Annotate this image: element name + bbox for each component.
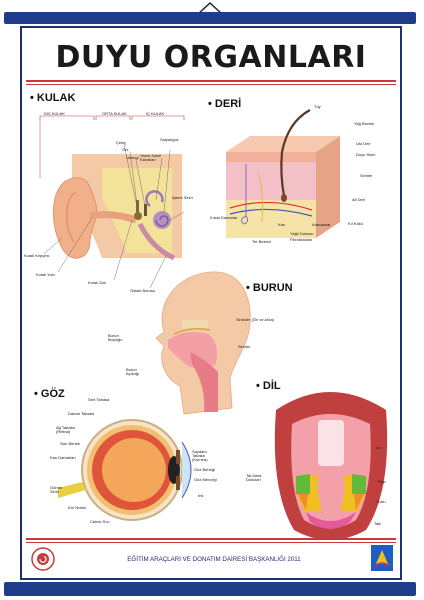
section-heading-kulak: • KULAK bbox=[30, 92, 76, 104]
ear-label-yarim-daire: Yarım Daire Kanalları bbox=[140, 153, 162, 162]
nose-label-burun-acikligi: Burun Açıklığı bbox=[126, 367, 140, 376]
publisher-logo-icon bbox=[371, 545, 393, 571]
skin-label-kilcal: Kılcal Damarlar bbox=[210, 215, 238, 220]
ear-zone-middle: ORTA KULAK bbox=[102, 111, 127, 116]
tongue-label-tat-alma: Tat Alma Dokuları bbox=[246, 473, 262, 482]
hanger-hook-icon bbox=[197, 1, 223, 15]
section-heading-goz: • GÖZ bbox=[34, 388, 65, 400]
ear-label-kulak-kepcesi: Kulak Kepçesi bbox=[24, 253, 50, 258]
skin-label-yag-bezesi: Yağ Bezesi bbox=[354, 121, 374, 126]
footer-publisher: EĞİTİM ARAÇLARI VE DONATIM DAİRESİ BAŞKA… bbox=[127, 556, 301, 563]
skin-label-kil-koku: Kıl Kökü bbox=[348, 221, 363, 226]
ear-label-ostaki: Östaki Borusu bbox=[130, 288, 156, 293]
skin-label-yag-dokusu: Yağlı Dokusu bbox=[290, 231, 314, 236]
section-heading-dil: • DİL bbox=[256, 380, 281, 392]
ear-label-cekic: Çekiç bbox=[116, 140, 127, 145]
ear-zone-outer: DIŞ KULAK bbox=[44, 111, 65, 116]
skin-label-tuy: Tüy bbox=[314, 104, 321, 109]
eye-label-camsi-sivi: Camsı Sıvı bbox=[90, 519, 110, 524]
skin-label-ust-deri: Üst Deri bbox=[356, 141, 371, 146]
ear-label-salyangoz: Salyangoz bbox=[160, 137, 179, 142]
top-hanging-bar bbox=[4, 12, 416, 24]
poster-title: DUYU ORGANLARI bbox=[55, 40, 367, 75]
eye-label-goz-bebegi: Göz Bebeği bbox=[194, 467, 215, 472]
title-rule-top bbox=[26, 80, 396, 82]
section-heading-burun: • BURUN bbox=[246, 282, 293, 294]
footer-rule-top bbox=[26, 538, 396, 540]
poster: DUYU ORGANLARI • KULAK bbox=[20, 26, 402, 580]
skin-label-atardamar: Atardamar bbox=[312, 222, 331, 227]
skin-label-sinirler: Sinirler bbox=[360, 173, 373, 178]
tongue-label-tatli: Tatlı bbox=[374, 521, 382, 526]
eye-label-goz-mercegi: Göz Merceği bbox=[194, 477, 217, 482]
nose-head-illustration bbox=[155, 271, 251, 415]
tongue-label-tuzlu: Tuzlu bbox=[376, 499, 386, 504]
eye-label-gorme-siniri: Görme Siniri bbox=[50, 485, 63, 494]
eye-label-kan-damarlari: Kan Damarları bbox=[50, 455, 76, 460]
skin-illustration bbox=[226, 109, 340, 238]
nose-label-burun-boslugu: Burun Boşluğu bbox=[108, 333, 123, 342]
tongue-label-aci: Acı bbox=[376, 445, 382, 450]
ministry-seal-icon bbox=[31, 547, 55, 571]
tongue-label-eksi: Ekşi bbox=[378, 479, 386, 484]
eye-label-kor-nokta: Kör Nokta bbox=[68, 505, 86, 510]
eye-label-ag-tabaka: Ağ Tabaka (Retina) bbox=[56, 425, 75, 434]
eye-label-damar-tabaka: Damar Tabaka bbox=[68, 411, 94, 416]
nose-label-sinirler: Sinirler bbox=[238, 344, 251, 349]
ear-label-isitme-siniri: İşitme Siniri bbox=[172, 195, 193, 200]
skin-label-alt-deri: Alt Deri bbox=[352, 197, 366, 202]
eye-label-sari-benek: Sarı Benek bbox=[60, 441, 80, 446]
ear-illustration bbox=[39, 115, 185, 289]
skin-label-kas: Kas bbox=[278, 222, 285, 227]
eye-label-saydam-tabaka: Saydam Tabaka (Kornea) bbox=[192, 449, 208, 462]
section-heading-deri: • DERİ bbox=[208, 98, 242, 110]
nose-label-sinusler: Sinüsler (Ön ve Arka) bbox=[236, 317, 275, 322]
ear-label-kulak-yolu: Kulak Yolu bbox=[36, 272, 55, 277]
skin-label-duyu-siniri: Duyu Siniri bbox=[356, 152, 376, 157]
bottom-hanging-bar bbox=[4, 582, 416, 596]
footer-rule-bottom bbox=[26, 542, 396, 543]
skin-label-fibroblastlar: Fibroblastlar bbox=[290, 237, 313, 242]
skin-label-ter-bezleri: Ter Bezleri bbox=[252, 239, 271, 244]
eye-illustration bbox=[58, 419, 192, 521]
ear-label-kulak-zari: Kulak Zarı bbox=[88, 280, 107, 285]
ear-label-orc: Örs bbox=[122, 147, 129, 152]
ear-label-uzengi: Üzengi bbox=[126, 155, 139, 160]
tongue-illustration bbox=[274, 392, 388, 540]
title-rule-bottom bbox=[26, 84, 396, 85]
ear-zone-inner: İÇ KULAK bbox=[146, 111, 165, 116]
eye-label-iris: İris bbox=[198, 493, 204, 498]
eye-label-sert-tabaka: Sert Tabaka bbox=[88, 397, 110, 402]
